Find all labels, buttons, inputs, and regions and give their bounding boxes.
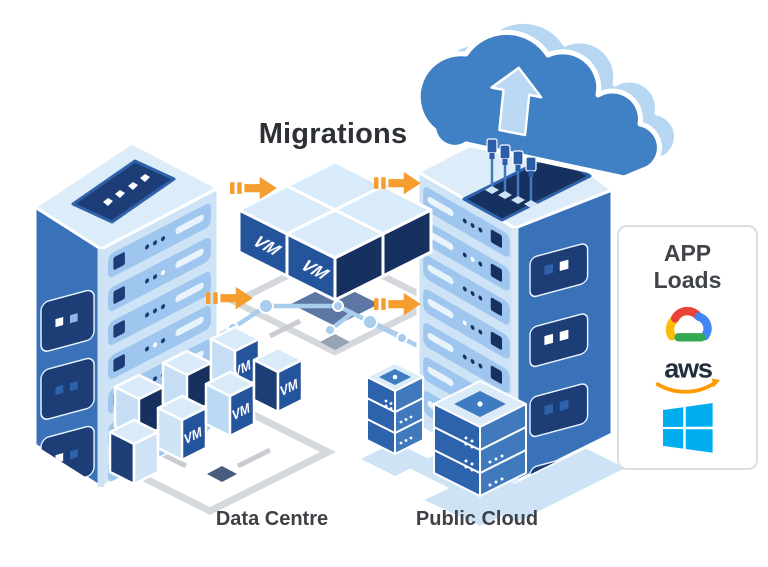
- rack-corner-highlight: [511, 228, 519, 482]
- app-loads-panel: APP Loads aws: [617, 225, 758, 470]
- vm-cube: [252, 346, 304, 414]
- vm-cube: [285, 208, 385, 302]
- data-centre-label: Data Centre: [215, 508, 329, 530]
- upload-arrow-icon: [490, 66, 543, 137]
- server-stack-small: [424, 380, 536, 526]
- vm-cube: [156, 394, 208, 462]
- vm-cube: [108, 418, 160, 486]
- aws-icon: aws: [655, 354, 720, 394]
- server-stack-small: [361, 362, 429, 476]
- aws-wordmark: aws: [664, 354, 712, 384]
- cloud-upload-icon: [415, 18, 679, 181]
- vm-cube-cluster-datacentre: VM VM VM VM: [108, 325, 304, 486]
- rack-top-panel: [71, 159, 176, 224]
- windows-icon: [662, 403, 713, 454]
- app-loads-line1: APP: [663, 240, 712, 266]
- public-cloud-label: Public Cloud: [415, 508, 539, 530]
- rack-corner-highlight: [97, 249, 105, 487]
- google-cloud-icon: [665, 307, 712, 342]
- app-loads-line2: Loads: [653, 267, 722, 294]
- vm-cube-cluster-migrating: VM VM: [237, 160, 433, 302]
- rack-cable-bay: [462, 153, 592, 222]
- rack-side-panels: [40, 289, 95, 487]
- vm-cube: [204, 370, 256, 438]
- cloud-cables: [485, 138, 538, 208]
- diagram-title: Migrations: [258, 118, 408, 150]
